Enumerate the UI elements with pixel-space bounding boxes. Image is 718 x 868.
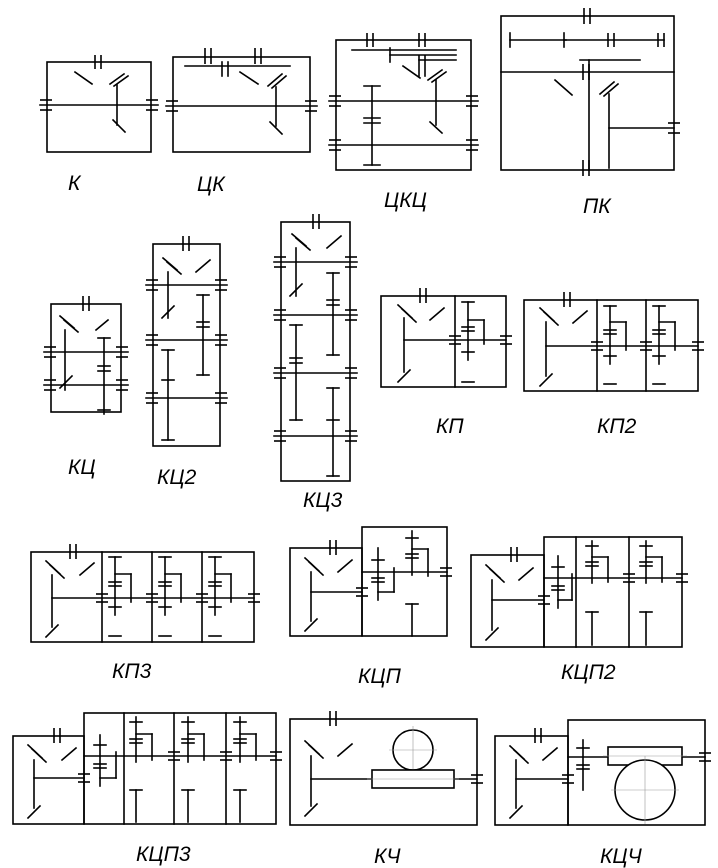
label-k: К [68,172,82,195]
scheme-ck [165,48,318,153]
scheme-pk [500,8,680,176]
label-kcp3: КЦП3 [136,843,191,866]
label-kcp: КЦП [358,665,402,688]
label-kp: КП [436,415,464,438]
scheme-k [39,55,159,153]
label-kp3: КП3 [112,660,152,683]
label-kcch: КЦЧ [600,845,643,868]
scheme-kp3 [30,544,260,643]
scheme-kch [289,711,483,826]
label-kc: КЦ [68,456,96,479]
scheme-kcp [289,526,452,637]
label-ckc: ЦКЦ [384,189,427,212]
label-kp2: КП2 [597,415,637,438]
scheme-kp [380,288,512,388]
label-pk: ПК [583,195,612,218]
scheme-kc [43,296,129,415]
label-kc2: КЦ2 [157,466,197,489]
scheme-kc2 [145,236,228,447]
label-ck: ЦК [197,173,226,196]
label-kc3: КЦ3 [303,489,343,512]
scheme-ckc [328,33,479,171]
scheme-kcp3 [12,712,282,825]
scheme-kc3 [273,214,358,482]
scheme-kp2 [523,292,704,392]
label-kch: КЧ [374,845,401,868]
label-kcp2: КЦП2 [561,661,616,684]
scheme-kcp2 [470,536,688,648]
scheme-kcch [494,719,711,826]
